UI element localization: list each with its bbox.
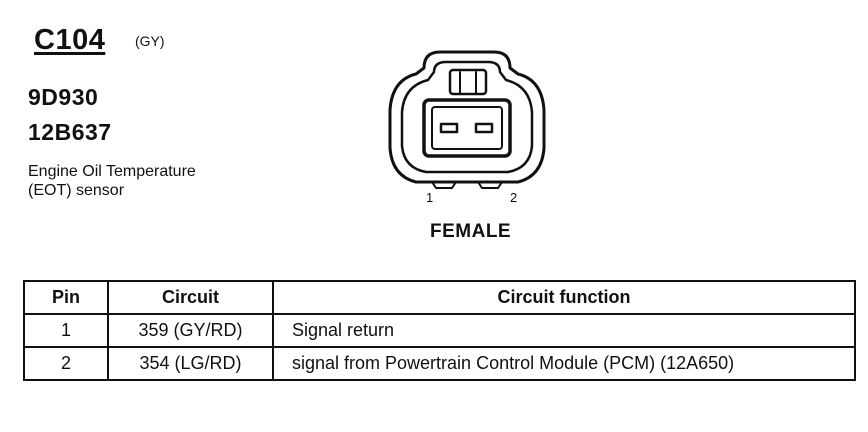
connector-housing-outer — [388, 50, 546, 184]
connector-key — [431, 181, 457, 189]
connector-gender: FEMALE — [430, 221, 512, 242]
circuit-cell: 354 (LG/RD) — [107, 346, 274, 381]
terminal-cavity-inner — [431, 106, 503, 150]
pinout-table: Pin Circuit Circuit function 1 359 (GY/R… — [23, 280, 856, 381]
part-number: 9D930 — [28, 84, 99, 110]
connector-id: C104 — [34, 24, 106, 56]
connector-housing-inner — [400, 60, 534, 174]
connector-latch — [448, 68, 488, 96]
pin-cell: 2 — [23, 346, 109, 381]
circuit-function-cell: Signal return — [272, 313, 856, 348]
component-description: (EOT) sensor — [28, 182, 125, 199]
table-row: 1 359 (GY/RD) Signal return — [23, 313, 856, 348]
terminal-2 — [474, 122, 494, 134]
part-number: 12B637 — [28, 119, 112, 145]
column-header-pin: Pin — [23, 280, 109, 315]
connector-color: (GY) — [135, 33, 165, 49]
column-header-circuit: Circuit — [107, 280, 274, 315]
circuit-function-cell: signal from Powertrain Control Module (P… — [272, 346, 856, 381]
pin-cell: 1 — [23, 313, 109, 348]
component-description: Engine Oil Temperature — [28, 163, 196, 180]
terminal-1 — [439, 122, 459, 134]
table-row: 2 354 (LG/RD) signal from Powertrain Con… — [23, 346, 856, 381]
pin-number-label: 2 — [510, 190, 518, 205]
connector-face-drawing — [388, 50, 546, 189]
column-header-circuit-function: Circuit function — [272, 280, 856, 315]
connector-key — [477, 181, 503, 189]
circuit-cell: 359 (GY/RD) — [107, 313, 274, 348]
pin-number-label: 1 — [426, 190, 434, 205]
table-header-row: Pin Circuit Circuit function — [23, 280, 856, 315]
terminal-cavity-outer — [422, 98, 512, 158]
